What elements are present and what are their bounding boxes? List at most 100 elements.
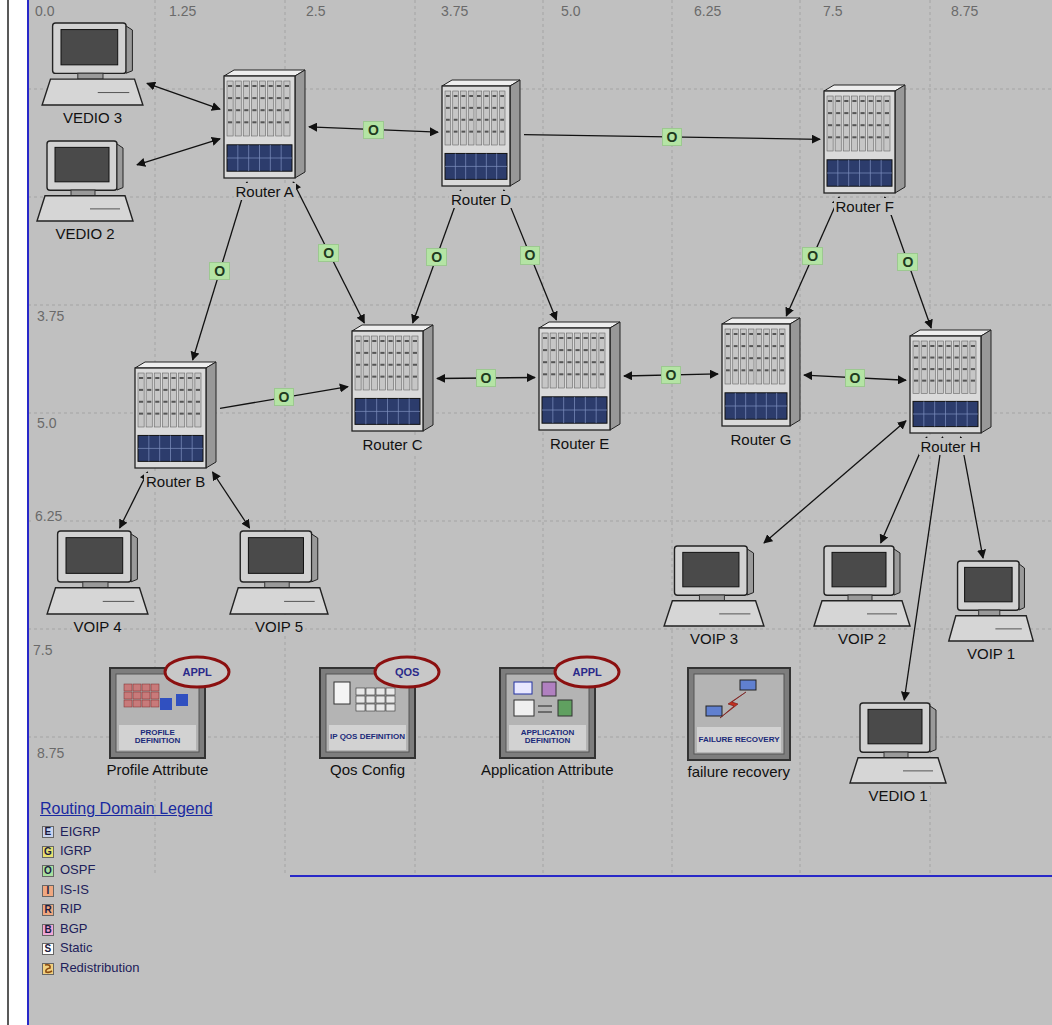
- routing-tag: O: [662, 128, 683, 146]
- axis-tick: 7.5: [32, 642, 53, 658]
- routing-tag: O: [802, 247, 823, 265]
- node-label: Router G: [729, 431, 794, 448]
- network-link: [904, 437, 942, 700]
- router-icon: [222, 70, 307, 180]
- router-icon: [537, 322, 622, 432]
- config-icon: [688, 668, 790, 760]
- routing-tag: O: [661, 366, 682, 384]
- node-label: VEDIO 1: [867, 787, 930, 804]
- node-label: Router D: [449, 191, 513, 208]
- axis-tick: 8.75: [950, 3, 979, 19]
- legend-text: Redistribution: [60, 961, 140, 976]
- node-label: Router H: [919, 438, 983, 455]
- icon-caption: APPLICATION DEFINITION: [508, 729, 587, 746]
- node-label: Router C: [361, 436, 425, 453]
- router-node: Router D: [440, 80, 522, 188]
- network-link: [293, 182, 364, 323]
- host-node: VOIP 5: [228, 530, 330, 615]
- router-icon: [350, 325, 435, 433]
- workstation-icon: [662, 545, 766, 627]
- routing-tag: O: [274, 388, 295, 406]
- legend-text: Static: [60, 941, 93, 956]
- routing-tag: O: [897, 253, 918, 271]
- workstation-icon: [848, 702, 948, 784]
- routing-tag: O: [363, 121, 384, 139]
- node-label: Profile Attribute: [105, 761, 211, 778]
- legend-text: OSPF: [60, 863, 95, 878]
- router-node: Router G: [720, 318, 802, 428]
- object-badge: APPL: [183, 666, 212, 679]
- legend-text: IS-IS: [60, 883, 89, 898]
- router-icon: [133, 362, 218, 470]
- node-label: Router E: [548, 435, 611, 452]
- host-node: VOIP 2: [812, 545, 912, 627]
- workstation-icon: [35, 140, 135, 222]
- workstation-icon: [45, 530, 150, 615]
- object-badge: QOS: [395, 666, 419, 679]
- workstation-icon: [947, 560, 1035, 642]
- network-link: [220, 387, 348, 409]
- redistribution-glyph: [42, 962, 54, 974]
- router-node: Router C: [350, 325, 435, 433]
- icon-caption: IP QOS DEFINITION: [328, 733, 407, 741]
- host-node: VEDIO 3: [40, 22, 145, 106]
- network-link: [213, 472, 250, 528]
- node-label: VOIP 1: [965, 645, 1017, 662]
- routing-tag: O: [520, 246, 541, 264]
- router-icon: [908, 330, 993, 435]
- router-node: Router F: [822, 85, 907, 195]
- legend-letter: S: [45, 943, 52, 955]
- routing-tag: O: [845, 369, 866, 387]
- host-node: VEDIO 1: [848, 702, 948, 784]
- network-link: [137, 139, 220, 165]
- node-label: Qos Config: [328, 761, 407, 778]
- config-object: QOSIP QOS DEFINITIONQos Config: [320, 668, 415, 758]
- routing-tag: O: [426, 248, 447, 266]
- object-badge: APPL: [573, 666, 602, 679]
- host-node: VEDIO 2: [35, 140, 135, 222]
- router-icon: [440, 80, 522, 188]
- legend-letter: G: [44, 846, 52, 858]
- axis-tick: 2.5: [305, 3, 326, 19]
- legend-letter: E: [45, 826, 52, 838]
- workstation-icon: [40, 22, 145, 106]
- node-label: VOIP 5: [253, 618, 305, 635]
- network-link: [786, 197, 839, 316]
- workstation-icon: [228, 530, 330, 615]
- axis-tick: 5.0: [560, 3, 581, 19]
- axis-tick: 6.25: [693, 3, 722, 19]
- node-label: VOIP 3: [688, 630, 740, 647]
- node-label: VEDIO 2: [54, 225, 117, 242]
- workstation-icon: [812, 545, 912, 627]
- network-link: [504, 190, 557, 320]
- router-node: Router H: [908, 330, 993, 435]
- axis-tick: 8.75: [36, 745, 65, 761]
- axis-tick: 6.25: [34, 508, 63, 524]
- node-label: Router B: [144, 473, 207, 490]
- config-object: FAILURE RECOVERYfailure recovery: [688, 668, 790, 760]
- node-label: Router F: [834, 198, 896, 215]
- icon-caption: PROFILE DEFINITION: [118, 729, 197, 746]
- legend-text: RIP: [60, 902, 82, 917]
- config-object: APPLAPPLICATION DEFINITIONApplication At…: [500, 668, 595, 758]
- router-icon: [720, 318, 802, 428]
- node-label: VOIP 2: [836, 630, 888, 647]
- axis-tick: 3.75: [440, 3, 469, 19]
- legend-letter: B: [45, 924, 52, 936]
- axis-tick: 0.0: [34, 3, 55, 19]
- icon-caption: FAILURE RECOVERY: [696, 736, 782, 744]
- node-label: Router A: [234, 183, 296, 200]
- network-link: [193, 182, 247, 360]
- legend-text: EIGRP: [60, 825, 100, 840]
- config-object: APPLPROFILE DEFINITIONProfile Attribute: [110, 668, 205, 758]
- network-link: [147, 83, 220, 109]
- axis-tick: 1.25: [168, 3, 197, 19]
- routing-tag: O: [476, 369, 497, 387]
- network-link: [413, 190, 461, 323]
- node-label: Application Attribute: [479, 761, 616, 778]
- router-node: Router E: [537, 322, 622, 432]
- host-node: VOIP 4: [45, 530, 150, 615]
- legend-letter: O: [44, 865, 52, 877]
- host-node: VOIP 3: [662, 545, 766, 627]
- node-label: VOIP 4: [72, 618, 124, 635]
